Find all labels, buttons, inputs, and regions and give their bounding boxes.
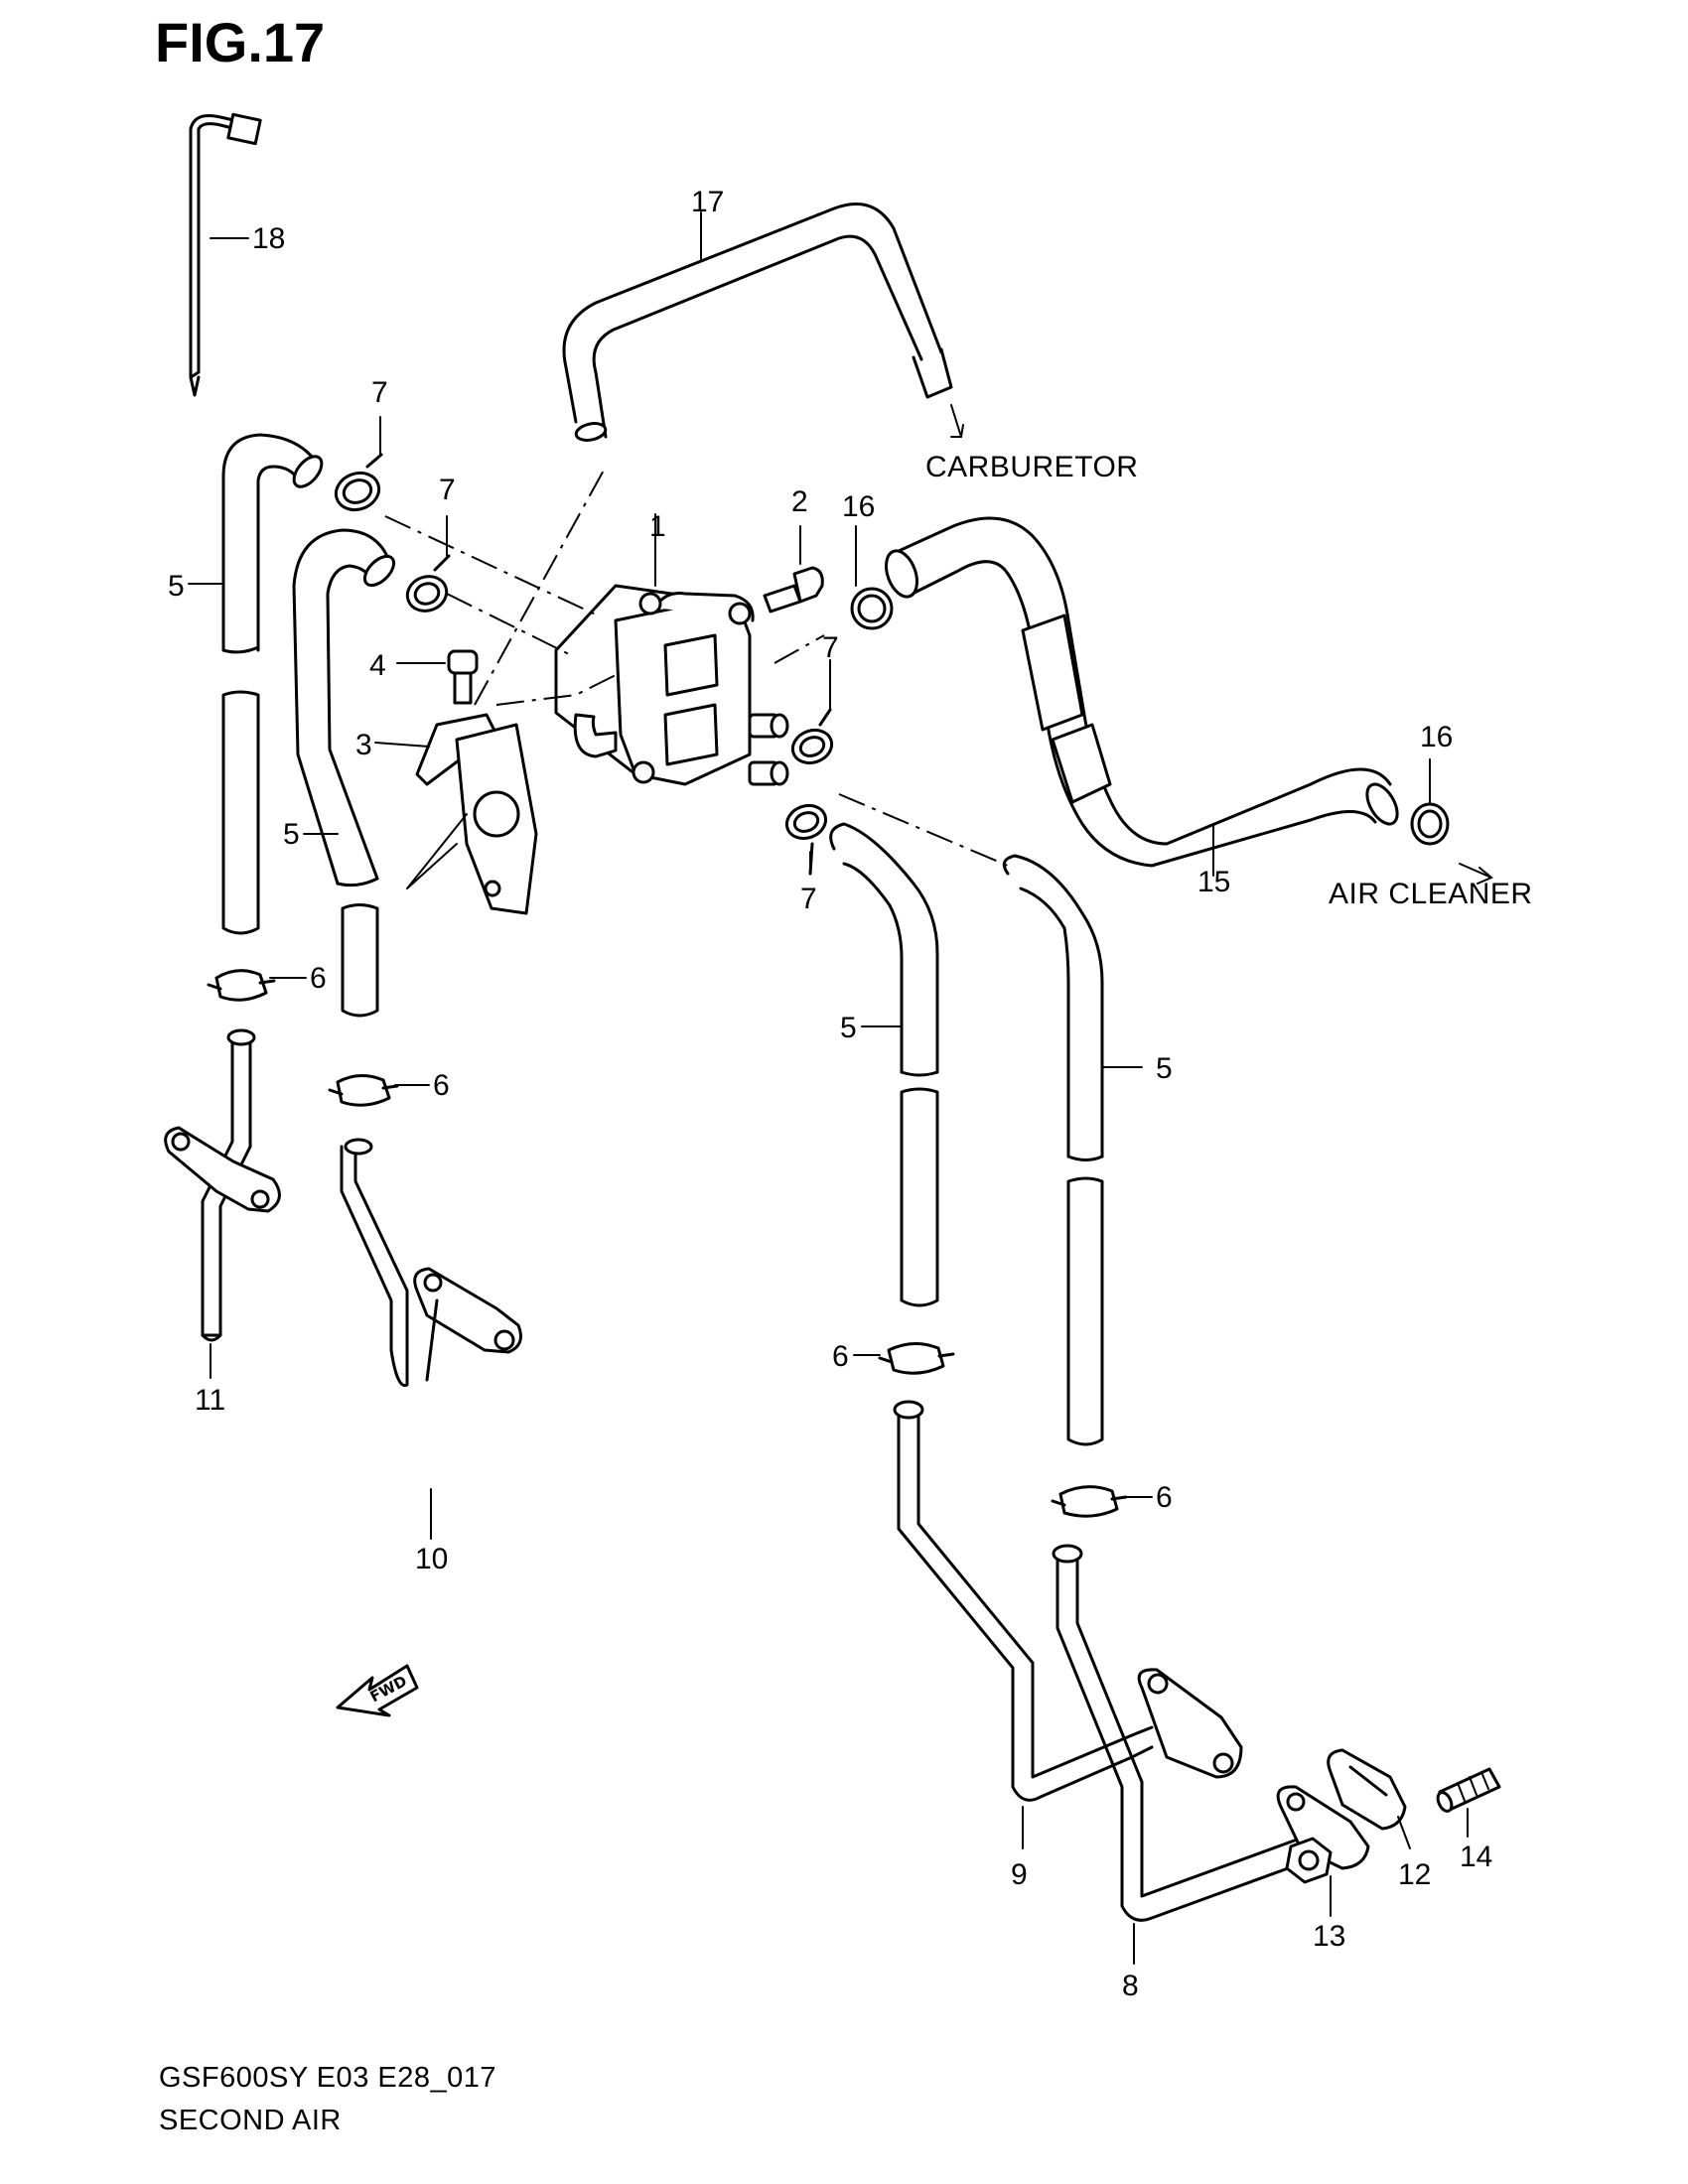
label-5-c: 5 bbox=[840, 1012, 857, 1044]
part-5-hose-b bbox=[292, 528, 396, 1018]
label-6-b: 6 bbox=[433, 1069, 450, 1102]
part-2-bolt bbox=[763, 525, 824, 614]
label-3: 3 bbox=[355, 729, 372, 761]
air-cleaner-note: AIR CLEANER bbox=[1329, 878, 1533, 910]
label-10: 10 bbox=[415, 1543, 448, 1575]
label-11: 11 bbox=[195, 1384, 225, 1417]
part-14-stud bbox=[1436, 1767, 1501, 1838]
part-10-pipe bbox=[340, 1138, 522, 1540]
label-7-c: 7 bbox=[822, 631, 839, 664]
label-1: 1 bbox=[649, 510, 666, 543]
part-4-screw bbox=[396, 649, 479, 705]
part-6-clamp-d bbox=[1051, 1485, 1153, 1518]
part-9-pipe bbox=[893, 1400, 1243, 1849]
label-7-a: 7 bbox=[371, 376, 388, 409]
label-8: 8 bbox=[1122, 1970, 1139, 2002]
part-13-nut bbox=[1285, 1837, 1333, 1917]
section-title: SECOND AIR bbox=[159, 2105, 342, 2136]
label-6-a: 6 bbox=[310, 962, 327, 995]
part-12-gasket bbox=[1327, 1748, 1411, 1849]
label-12: 12 bbox=[1398, 1858, 1431, 1891]
label-16-a: 16 bbox=[842, 490, 875, 523]
part-1-reed-valve bbox=[554, 513, 789, 786]
label-16-b: 16 bbox=[1420, 721, 1453, 753]
label-18: 18 bbox=[252, 222, 285, 255]
part-6-clamp-a bbox=[207, 969, 307, 1002]
part-11-pipe bbox=[164, 1028, 281, 1379]
part-5-hose-c bbox=[829, 822, 939, 1307]
label-5-b: 5 bbox=[283, 818, 300, 851]
part-7-clamp-c bbox=[790, 659, 834, 765]
label-5-a: 5 bbox=[168, 570, 185, 603]
model-code: GSF600SY E03 E28_017 bbox=[159, 2062, 496, 2094]
part-16-clamp-b bbox=[1410, 758, 1450, 846]
figure-title: FIG.17 bbox=[155, 11, 326, 73]
label-13: 13 bbox=[1313, 1920, 1345, 1953]
part-18-harness bbox=[189, 112, 262, 397]
label-6-d: 6 bbox=[1156, 1481, 1173, 1514]
label-6-c: 6 bbox=[832, 1340, 849, 1373]
part-6-clamp-c bbox=[853, 1342, 955, 1375]
label-4: 4 bbox=[369, 649, 386, 682]
label-7-d: 7 bbox=[800, 883, 817, 915]
label-5-d: 5 bbox=[1156, 1052, 1173, 1085]
assembly-lines bbox=[384, 515, 1009, 867]
fwd-arrow-icon: FWD bbox=[336, 1664, 419, 1717]
label-7-b: 7 bbox=[439, 474, 456, 506]
label-15: 15 bbox=[1197, 866, 1230, 898]
part-7-clamp-a bbox=[334, 416, 383, 512]
part-17-hose bbox=[562, 203, 964, 442]
part-7-clamp-b bbox=[405, 515, 451, 613]
part-7-clamp-d bbox=[784, 803, 828, 876]
part-16-clamp-a bbox=[850, 525, 894, 630]
label-2: 2 bbox=[791, 485, 808, 518]
part-6-clamp-b bbox=[328, 1074, 430, 1107]
label-9: 9 bbox=[1011, 1858, 1028, 1891]
part-5-hose-d bbox=[1002, 854, 1143, 1446]
part-15-hose bbox=[884, 516, 1493, 885]
carburetor-note: CARBURETOR bbox=[925, 451, 1138, 483]
label-17: 17 bbox=[691, 186, 724, 218]
part-5-hose-a bbox=[188, 433, 324, 935]
part-3-bracket bbox=[374, 466, 607, 915]
label-14: 14 bbox=[1460, 1841, 1492, 1873]
